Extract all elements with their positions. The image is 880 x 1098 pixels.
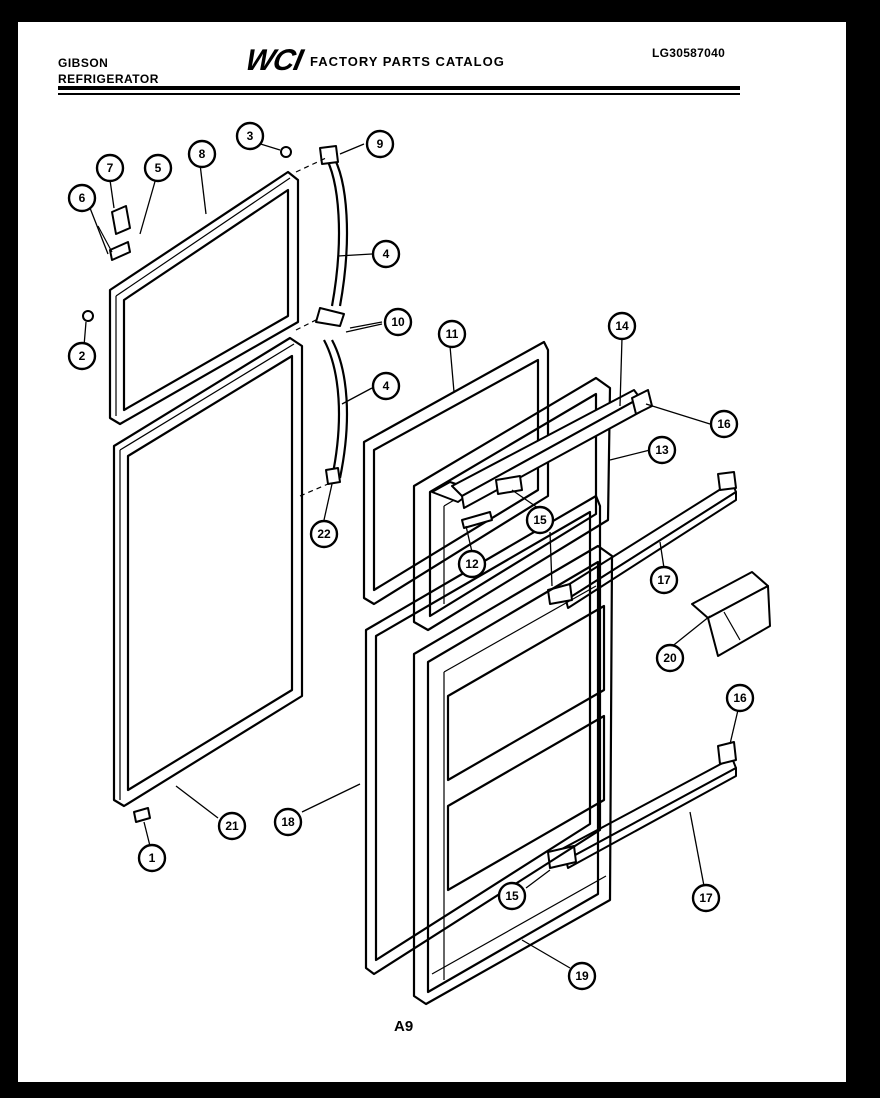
svg-text:2: 2	[79, 349, 86, 363]
callout-8: 8	[187, 139, 217, 169]
shelf-retainer-bars	[559, 389, 737, 869]
svg-text:9: 9	[377, 137, 384, 151]
callout-1: 1	[137, 843, 167, 873]
svg-text:22: 22	[317, 527, 331, 541]
callout-4-upper: 4	[371, 239, 401, 269]
callout-5: 5	[143, 153, 173, 183]
callout-19: 19	[567, 961, 597, 991]
svg-text:7: 7	[107, 161, 114, 175]
callout-15-upper: 15	[525, 505, 555, 535]
svg-text:12: 12	[465, 557, 479, 571]
callout-3: 3	[235, 121, 265, 151]
callout-18: 18	[273, 807, 303, 837]
fresh-food-door-liner	[412, 544, 614, 1006]
product-type: REFRIGERATOR	[58, 72, 159, 86]
svg-text:11: 11	[446, 327, 459, 341]
freezer-door-gasket	[108, 170, 300, 426]
header-rule-thin	[58, 93, 740, 95]
svg-text:18: 18	[281, 815, 295, 829]
fresh-food-gasket	[364, 494, 602, 976]
fresh-food-door-gasket	[112, 336, 304, 808]
callout-15-lower: 15	[497, 881, 527, 911]
svg-text:17: 17	[699, 891, 713, 905]
model-number: LG30587040	[652, 46, 726, 60]
svg-text:15: 15	[505, 889, 519, 903]
svg-text:6: 6	[79, 191, 86, 205]
svg-text:10: 10	[391, 315, 405, 329]
callout-6: 6	[67, 183, 97, 213]
svg-text:14: 14	[615, 319, 629, 333]
svg-text:13: 13	[655, 443, 669, 457]
callout-22: 22	[309, 519, 339, 549]
brand-name: GIBSON	[58, 56, 109, 70]
callout-16-upper: 16	[709, 409, 739, 439]
callout-14: 14	[607, 311, 637, 341]
bracket-part	[691, 571, 771, 657]
svg-text:3: 3	[247, 129, 254, 143]
callout-11: 11	[437, 319, 467, 349]
leader-lines	[83, 141, 739, 969]
catalog-title: FACTORY PARTS CATALOG	[310, 54, 505, 69]
svg-text:15: 15	[533, 513, 547, 527]
callout-17-lower: 17	[691, 883, 721, 913]
svg-text:8: 8	[199, 147, 206, 161]
callout-2: 2	[67, 341, 97, 371]
callout-7: 7	[95, 153, 125, 183]
callout-12: 12	[457, 549, 487, 579]
svg-text:21: 21	[225, 819, 239, 833]
callout-16-lower: 16	[725, 683, 755, 713]
small-parts	[82, 146, 292, 823]
callout-20: 20	[655, 643, 685, 673]
freezer-liner-gasket	[362, 340, 550, 606]
svg-text:19: 19	[575, 969, 589, 983]
door-handles	[295, 145, 349, 497]
callout-9: 9	[365, 129, 395, 159]
callout-10: 10	[383, 307, 413, 337]
header-rule-thick	[58, 86, 740, 90]
nameplate-parts	[97, 205, 131, 261]
svg-text:5: 5	[155, 161, 162, 175]
svg-text:20: 20	[663, 651, 677, 665]
svg-text:4: 4	[383, 247, 390, 261]
callout-17-upper: 17	[649, 565, 679, 595]
callout-13: 13	[647, 435, 677, 465]
svg-text:4: 4	[383, 379, 390, 393]
callout-21: 21	[217, 811, 247, 841]
shelf-clips	[461, 475, 577, 869]
svg-text:16: 16	[733, 691, 747, 705]
svg-text:1: 1	[149, 851, 156, 865]
page-code: A9	[394, 1018, 414, 1035]
svg-text:17: 17	[657, 573, 671, 587]
svg-text:16: 16	[717, 417, 731, 431]
callout-4-lower: 4	[371, 371, 401, 401]
